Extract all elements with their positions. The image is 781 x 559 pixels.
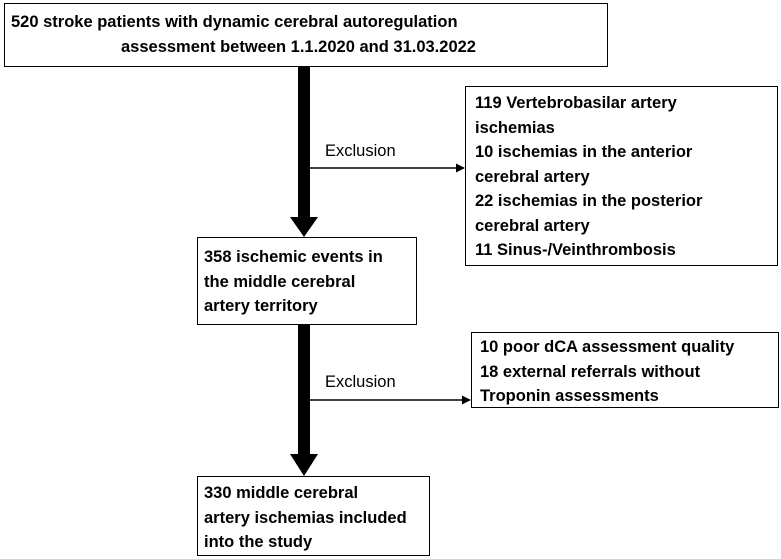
box-line: 358 ischemic events in [204, 248, 383, 266]
box-line: the middle cerebral [204, 272, 356, 291]
main-arrow-1-head [290, 217, 318, 237]
box-line: 520 stroke patients with dynamic cerebra… [11, 13, 458, 31]
box-line: 22 ischemias in the posterior [475, 192, 703, 210]
box-line: 119 Vertebrobasilar artery [475, 94, 677, 112]
main-arrow-2-shaft [298, 325, 310, 455]
box-line: 18 external referrals without [480, 362, 701, 381]
box-included-cohort: 330 middle cerebral artery ischemias inc… [197, 476, 430, 556]
box-line: ischemias [475, 118, 555, 137]
box-line: assessment between 1.1.2020 and 31.03.20… [121, 37, 476, 56]
box-line: 10 ischemias in the anterior [475, 143, 693, 161]
box-exclusion-2: 10 poor dCA assessment quality 18 extern… [471, 332, 779, 408]
box-line: artery territory [204, 297, 318, 315]
box-line: artery ischemias included [204, 508, 407, 527]
box-exclusion-1: 119 Vertebrobasilar artery ischemias 10 … [465, 86, 778, 266]
box-line: cerebral artery [475, 167, 590, 186]
box-initial-cohort: 520 stroke patients with dynamic cerebra… [4, 3, 608, 67]
exclusion-label-2: Exclusion [325, 373, 396, 391]
box-line: 11 Sinus-/Veinthrombosis [475, 241, 676, 259]
box-line: Troponin assessments [480, 387, 659, 405]
main-arrow-2-head [290, 454, 318, 476]
exclusion-label-1: Exclusion [325, 142, 396, 160]
box-line: 330 middle cerebral [204, 484, 359, 502]
box-line: 10 poor dCA assessment quality [480, 338, 735, 356]
box-mca-events: 358 ischemic events in the middle cerebr… [197, 237, 417, 325]
box-line: into the study [204, 533, 313, 551]
box-line: cerebral artery [475, 216, 590, 235]
main-arrow-1-shaft [298, 67, 310, 219]
